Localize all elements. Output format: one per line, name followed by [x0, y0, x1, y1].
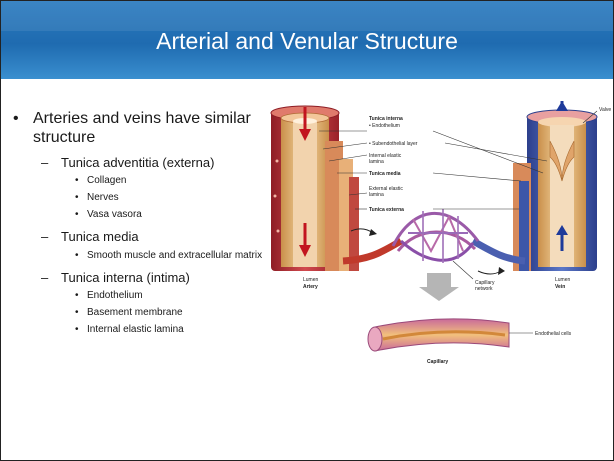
- label-capillary-network-2: network: [475, 286, 493, 292]
- label-endothelial-cells: Endothelial cells: [535, 331, 572, 337]
- label-lumen-artery: Lumen: [303, 277, 319, 283]
- title-bar: Arterial and Venular Structure: [1, 1, 613, 79]
- vein-illustration: [513, 101, 597, 271]
- vessel-diagram: Tunica interna • Endothelium • Subendoth…: [263, 101, 613, 386]
- title-bar-sheen: [1, 1, 613, 31]
- list-item: •Smooth muscle and extracellular matrix: [11, 249, 287, 262]
- label-tunica-interna: Tunica interna: [369, 116, 403, 122]
- bullet-adventitia-text: Tunica adventitia (externa): [61, 155, 214, 170]
- label-tunica-externa: Tunica externa: [369, 207, 404, 213]
- list-item: •Basement membrane: [11, 306, 281, 319]
- label-subendothelial: • Subendothelial layer: [369, 141, 418, 147]
- label-vein: Vein: [555, 284, 565, 290]
- capillary-network: [343, 209, 525, 301]
- label-capillary: Capillary: [427, 359, 448, 365]
- list-item: •Collagen: [11, 174, 281, 187]
- list-item: •Vasa vasora: [11, 208, 281, 221]
- label-tunica-media: Tunica media: [369, 171, 401, 177]
- bullet-adventitia: –Tunica adventitia (externa): [11, 155, 281, 171]
- bullet-main-text: Arteries and veins have similar structur…: [33, 110, 251, 146]
- label-valve: Valve: [599, 107, 611, 113]
- capillary-closeup: [368, 319, 509, 351]
- bullet-list: •Arteries and veins have similar structu…: [11, 109, 281, 336]
- label-endothelium: • Endothelium: [369, 123, 400, 129]
- slide-title: Arterial and Venular Structure: [1, 28, 613, 55]
- list-item: •Endothelium: [11, 289, 281, 302]
- label-internal-elastic-2: lamina: [369, 159, 384, 165]
- list-item: •Internal elastic lamina: [11, 323, 281, 336]
- bullet-media: –Tunica media: [11, 229, 281, 245]
- label-artery: Artery: [303, 284, 318, 290]
- bullet-main: •Arteries and veins have similar structu…: [11, 109, 258, 147]
- list-item: •Nerves: [11, 191, 281, 204]
- bullet-interna: –Tunica interna (intima): [11, 270, 281, 286]
- label-lumen-vein: Lumen: [555, 277, 571, 283]
- label-external-elastic-2: lamina: [369, 192, 384, 198]
- bullet-interna-text: Tunica interna (intima): [61, 270, 190, 285]
- bullet-media-text: Tunica media: [61, 229, 139, 244]
